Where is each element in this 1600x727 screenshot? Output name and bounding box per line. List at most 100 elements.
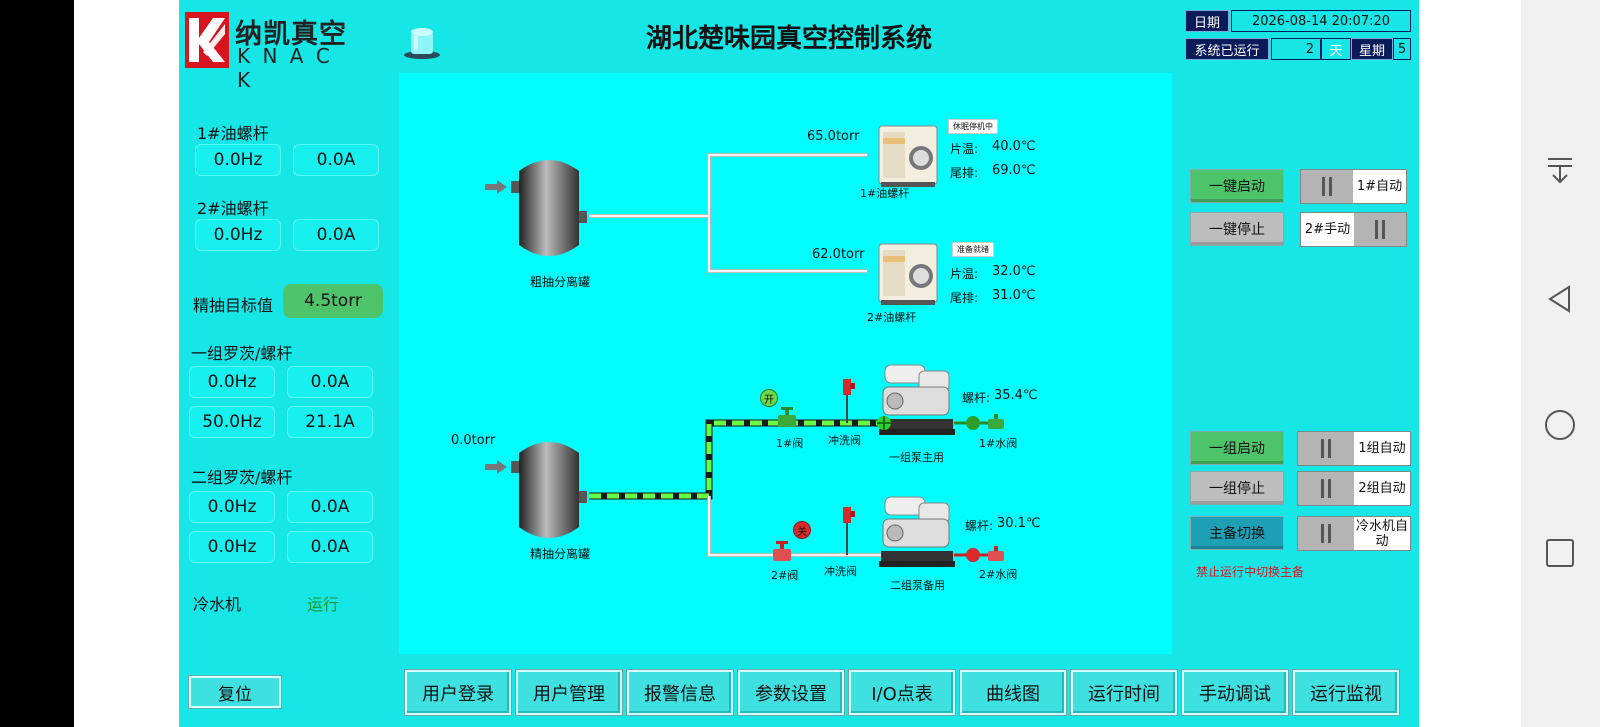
oil2-a: 0.0A [293,219,379,251]
flush-valve-icon[interactable] [839,507,855,527]
fine-pressure: 0.0torr [451,433,496,448]
pump1-temp: 40.0℃ [992,139,1036,154]
set2-label: 二组泵备用 [890,579,945,592]
start-all-button[interactable]: 一键启动 [1190,169,1284,203]
pump2-switch-label: 2#手动 [1304,222,1351,237]
set1-label: 一组泵主用 [889,451,944,464]
back-icon[interactable] [1545,284,1575,314]
chiller-status: 运行 [307,595,340,614]
logo: 纳凯真空 K N A C K [185,12,355,92]
switchover-button[interactable]: 主备切换 [1190,516,1284,550]
water-pump-stopped-icon [966,548,980,562]
hmi-app: 纳凯真空 K N A C K 湖北楚味园真空控制系统 日期 2026-08-14… [179,0,1419,727]
alarm-lamp-icon[interactable] [402,24,442,60]
group1-title: 一组罗茨/螺杆 [191,344,293,363]
g2-screw-hz: 0.0Hz [189,531,275,563]
valve-open-icon[interactable] [776,407,798,431]
oil-screw-pump-icon[interactable] [877,242,939,306]
process-diagram: 粗抽分离罐 精抽分离罐 0.0torr 65.0torr 休眠停机中 片温: 4… [399,73,1172,654]
logo-en: K N A C K [237,44,333,92]
oil2-title: 2#油螺杆 [197,199,269,218]
oil-screw-pump-icon[interactable] [877,124,939,188]
g2-roots-hz: 0.0Hz [189,491,275,523]
pump2-status-badge: 准备就绪 [952,242,994,257]
stop-all-button[interactable]: 一键停止 [1190,212,1284,246]
valve-closed-icon[interactable] [771,541,793,565]
group-stop-button[interactable]: 一组停止 [1190,471,1284,505]
notification-pulldown-icon[interactable] [1545,156,1575,186]
g2-roots-a: 0.0A [287,491,373,523]
valve1-state-indicator: 开 [760,389,778,407]
water-valve1-label: 1#水阀 [979,437,1018,450]
g1-screw-hz: 50.0Hz [189,406,275,438]
water-pump-running-icon [966,416,980,430]
inlet-arrow-icon [485,180,507,194]
nav-trend-chart[interactable]: 曲线图 [960,670,1066,715]
pump1-auto-switch[interactable]: 1#自动 [1300,169,1407,204]
nav-run-time[interactable]: 运行时间 [1071,670,1177,715]
pump2-exhaust-label: 尾排: [950,291,979,305]
nav-run-monitor[interactable]: 运行监视 [1293,670,1399,715]
g2-screw-a: 0.0A [287,531,373,563]
fine-tank-label: 精抽分离罐 [530,547,591,561]
pump1-name: 1#油螺杆 [860,187,910,200]
week-label: 星期 [1351,38,1393,60]
screw2-temp-label: 螺杆: [965,519,994,533]
pump1-pressure: 65.0torr [807,129,860,144]
inlet-arrow-icon [485,460,507,474]
group-start-button[interactable]: 一组启动 [1190,431,1284,465]
group2-auto-switch[interactable]: 2组自动 [1297,471,1411,506]
group1-auto-switch[interactable]: 1组自动 [1297,431,1411,466]
home-icon[interactable] [1544,409,1576,441]
valve2-state-indicator: 关 [793,521,811,539]
date-panel: 日期 2026-08-14 20:07:20 系统已运行 2 天 星期 5 [1185,10,1411,60]
target-label: 精抽目标值 [193,296,274,315]
switchover-warning: 禁止运行中切换主备 [1196,565,1305,579]
roots-screw-pump-set-icon[interactable] [879,493,959,573]
nav-alarm-info[interactable]: 报警信息 [627,670,733,715]
green-flow-wheel-icon [877,416,891,430]
pump1-exhaust: 69.0℃ [992,163,1036,178]
target-value[interactable]: 4.5torr [283,284,383,318]
oil1-hz: 0.0Hz [195,144,281,176]
nav-parameter-settings[interactable]: 参数设置 [738,670,844,715]
knack-logo-icon [185,12,229,68]
pump2-pressure: 62.0torr [812,247,865,262]
switch-knob [1298,432,1354,465]
g1-roots-hz: 0.0Hz [189,366,275,398]
pump2-name: 2#油螺杆 [867,311,917,324]
g1-roots-a: 0.0A [287,366,373,398]
rough-separator-tank-icon [511,160,587,256]
chiller-switch-label: 冷水机自动 [1356,518,1409,549]
chiller-auto-switch[interactable]: 冷水机自动 [1297,516,1411,551]
switch-knob [1298,517,1354,550]
pump2-manual-switch[interactable]: 2#手动 [1300,212,1407,247]
system-navigation-bar [1521,0,1600,727]
oil1-title: 1#油螺杆 [197,124,269,143]
right-margin [1419,0,1521,727]
g1-screw-a: 21.1A [287,406,373,438]
left-margin [74,0,179,727]
water-valve-open-icon[interactable] [986,414,1006,430]
pump1-status-badge: 休眠停机中 [948,119,998,134]
nav-user-login[interactable]: 用户登录 [405,670,511,715]
switch-knob [1298,472,1354,505]
roots-screw-pump-set-icon[interactable] [879,361,959,441]
pump2-exhaust: 31.0℃ [992,288,1036,303]
group2-title: 二组罗茨/螺杆 [191,468,293,487]
water-valve2-label: 2#水阀 [979,568,1018,581]
nav-manual-debug[interactable]: 手动调试 [1182,670,1288,715]
flush-valve-icon[interactable] [839,379,855,399]
switch-knob [1354,213,1406,246]
reset-button[interactable]: 复位 [189,676,281,708]
pump2-temp-label: 片温: [950,267,979,281]
pipe-network [589,153,999,557]
pump1-exhaust-label: 尾排: [950,166,979,180]
switch-knob [1301,170,1353,203]
water-valve-closed-icon[interactable] [986,546,1006,562]
recents-icon[interactable] [1545,538,1575,568]
nav-user-management[interactable]: 用户管理 [516,670,622,715]
screw1-temp-label: 螺杆: [962,391,991,405]
nav-io-table[interactable]: I/O点表 [849,670,955,715]
pump2-temp: 32.0℃ [992,264,1036,279]
